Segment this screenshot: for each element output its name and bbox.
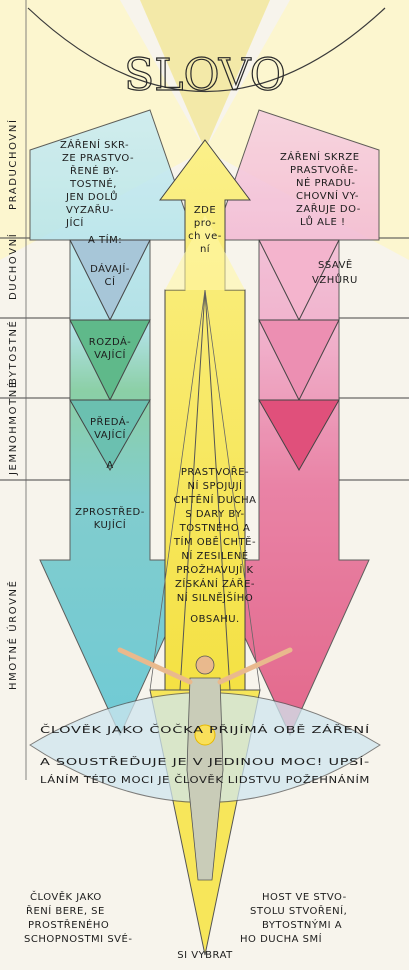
bottom-last-line: SI VYBRAT — [177, 950, 233, 961]
middle-text-line: CHTĚNÍ DUCHA — [174, 493, 257, 506]
stage-davajici: CÍ — [105, 275, 116, 288]
stage-zprostredkujici: KUJÍCÍ — [94, 518, 126, 531]
middle-text-line: OBSAHU. — [190, 614, 239, 625]
stage-zprostredkujici: ZPROSTŘED- — [75, 505, 145, 518]
bottom-left-line: SCHOPNOSTMI SVÉ- — [24, 932, 132, 945]
middle-text-line: PRASTVOŘE- — [181, 465, 249, 478]
lens-line-3: LÁNÍM TÉTO MOCI JE ČLOVĚK LIDSTVU POŽEHN… — [40, 773, 370, 786]
right-text-line: LŮ ALE ! — [300, 215, 346, 228]
right-text-line: PRASTVOŘE- — [290, 163, 358, 176]
left-text-line: TOSTNÉ, — [69, 177, 117, 190]
lens-line-1: ČLOVĚK JAKO ČOČKA PŘIJÍMÁ OBĚ ZÁŘENÍ — [40, 723, 370, 736]
left-text-line: JÍCÍ — [65, 216, 84, 229]
right-text-line: ZAŘUJE DO- — [296, 202, 361, 215]
stage-davajici: DÁVAJÍ- — [90, 262, 130, 275]
stage-a: A — [106, 460, 113, 471]
right-text-line: ZÁŘENÍ SKRZE — [280, 150, 360, 163]
level-hmotne: HMOTNÉ ÚROVNĚ — [6, 579, 19, 690]
middle-text-line: TOSTNÉHO A — [179, 521, 251, 534]
bottom-right-line: HOST VE STVO- — [262, 892, 347, 903]
stage-predavajici: VAJÍCÍ — [94, 428, 126, 441]
middle-text-line: ZÍSKÁNÍ ZÁŘE- — [175, 577, 255, 590]
bottom-right-line: HO DUCHA SMÍ — [240, 932, 322, 945]
middle-text-line: S DARY BY- — [185, 509, 244, 520]
left-text-line: ŘENÉ BY- — [70, 164, 119, 177]
zde-line: ní — [200, 243, 211, 255]
level-duchovni: DUCHOVNÍ — [6, 233, 19, 300]
stage-predavajici: PŘEDÁ- — [90, 415, 130, 428]
bottom-left-line: ČLOVĚK JAKO — [30, 890, 102, 903]
middle-text-line: TÍM OBĚ CHTĚ- — [173, 535, 256, 548]
left-text-line: VYZAŘU- — [66, 203, 114, 216]
left-text-line: ZÁŘENÍ SKR- — [60, 138, 129, 151]
middle-text-line: PROŽHAVUJÍ K — [176, 563, 253, 576]
ssave-line: VZHŮRU — [312, 273, 358, 286]
bottom-text: ČLOVĚK JAKO ŘENÍ BERE, SE PROSTŘENÉHO SC… — [24, 890, 347, 961]
bottom-right-line: BYTOSTNÝMI A — [262, 918, 342, 931]
bottom-right-line: STOLU STVOŘENÍ, — [250, 904, 347, 917]
stage-rozdavajici: ROZDÁ- — [89, 335, 131, 348]
middle-text-line: NÍ SILNĚJŠÍHO — [177, 591, 253, 604]
right-text-line: CHOVNÍ VY- — [296, 189, 359, 202]
bottom-left-line: ŘENÍ BERE, SE — [26, 904, 105, 917]
zde-line: pro- — [194, 218, 216, 229]
level-jemnohmotne: JEMNOHMOTNÉ — [6, 380, 19, 476]
lens-line-2: A SOUSTŘEĎUJE JE V JEDINOU MOC! UPSÍ- — [40, 755, 370, 768]
middle-text-line: NÍ SPOJUJÍ — [187, 479, 242, 492]
zde-line: ch ve- — [188, 231, 222, 242]
a-tim-label: A TÍM: — [88, 233, 122, 246]
level-praduchovni: PRADUCHOVNÍ — [6, 118, 19, 210]
left-text-line: JEN DOLŮ — [65, 190, 118, 203]
level-bytostne: BYTOSTNÉ — [6, 320, 19, 385]
left-text-line: ZE PRASTVO- — [62, 153, 134, 164]
bottom-left-line: PROSTŘENÉHO — [28, 918, 109, 931]
right-text-line: NÉ PRADU- — [296, 176, 356, 189]
middle-text-line: NÍ ZESILENÉ — [181, 549, 248, 562]
zde-line: ZDE — [194, 205, 216, 216]
stage-rozdavajici: VAJÍCÍ — [94, 348, 126, 361]
title-slovo: SLOVO — [124, 50, 286, 101]
ssave-line: SSAVĚ — [318, 258, 353, 271]
